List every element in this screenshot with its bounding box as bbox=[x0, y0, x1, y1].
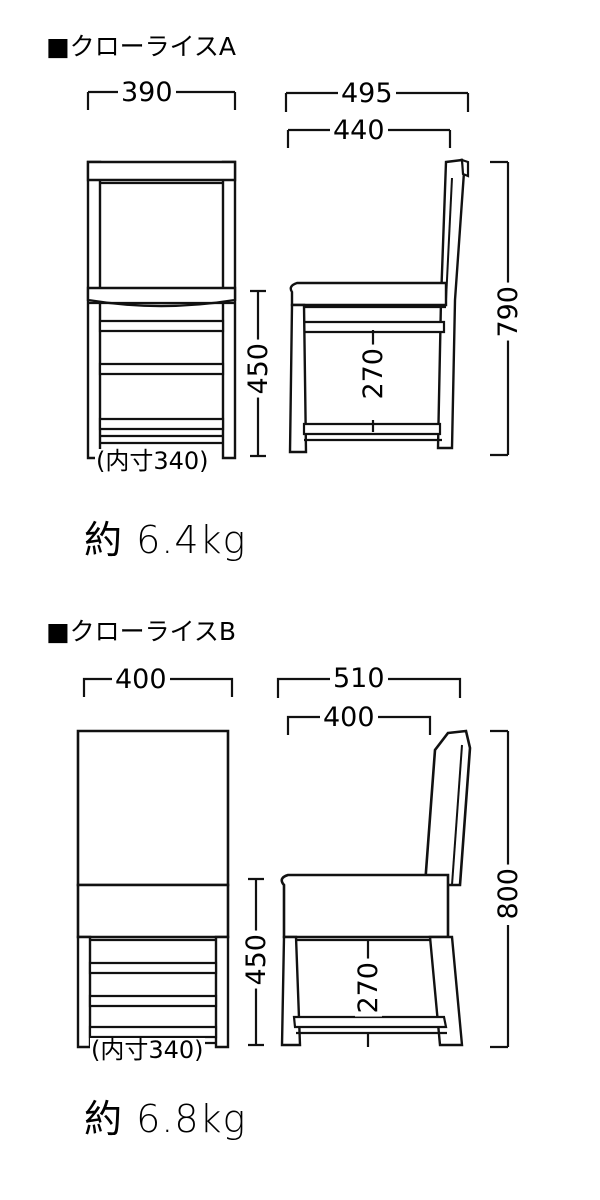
dim-value-450-b: 450 bbox=[241, 931, 272, 989]
spec-section-chair-b: ■クローライスB bbox=[0, 585, 600, 1200]
spec-section-chair-a: ■クローライスA bbox=[46, 32, 524, 562]
section-title-a: ■クローライスA bbox=[46, 32, 236, 61]
drawing-canvas-b bbox=[76, 677, 510, 1049]
dim-value-390: 390 bbox=[118, 79, 176, 106]
dim-value-270-b: 270 bbox=[353, 959, 384, 1017]
section-title-b: ■クローライスB bbox=[46, 617, 237, 646]
dim-value-495: 495 bbox=[338, 80, 396, 107]
dim-value-800: 800 bbox=[493, 865, 524, 923]
dim-value-400-front: 400 bbox=[112, 666, 170, 693]
dim-value-400-side: 400 bbox=[320, 704, 378, 731]
dim-value-790: 790 bbox=[493, 283, 524, 341]
dim-value-510: 510 bbox=[330, 665, 388, 692]
chair-a-side-view bbox=[288, 158, 470, 454]
dim-value-440: 440 bbox=[330, 117, 388, 144]
inner-width-label-a: (内寸340) bbox=[95, 447, 210, 475]
dim-bracket-790 bbox=[490, 160, 510, 457]
weight-label-a: 約 6.4kg bbox=[84, 518, 247, 562]
chair-b-front-view bbox=[76, 729, 230, 1049]
chair-a-front-view bbox=[86, 160, 237, 460]
dim-value-450-a: 450 bbox=[243, 340, 274, 398]
weight-label-b: 約 6.8kg bbox=[84, 1097, 247, 1141]
dim-value-270-a: 270 bbox=[358, 345, 389, 403]
inner-width-label-b: (内寸340) bbox=[90, 1036, 205, 1064]
chair-b-side-view bbox=[280, 729, 472, 1047]
drawing-canvas-a bbox=[86, 90, 510, 460]
dim-bracket-800 bbox=[490, 729, 510, 1049]
